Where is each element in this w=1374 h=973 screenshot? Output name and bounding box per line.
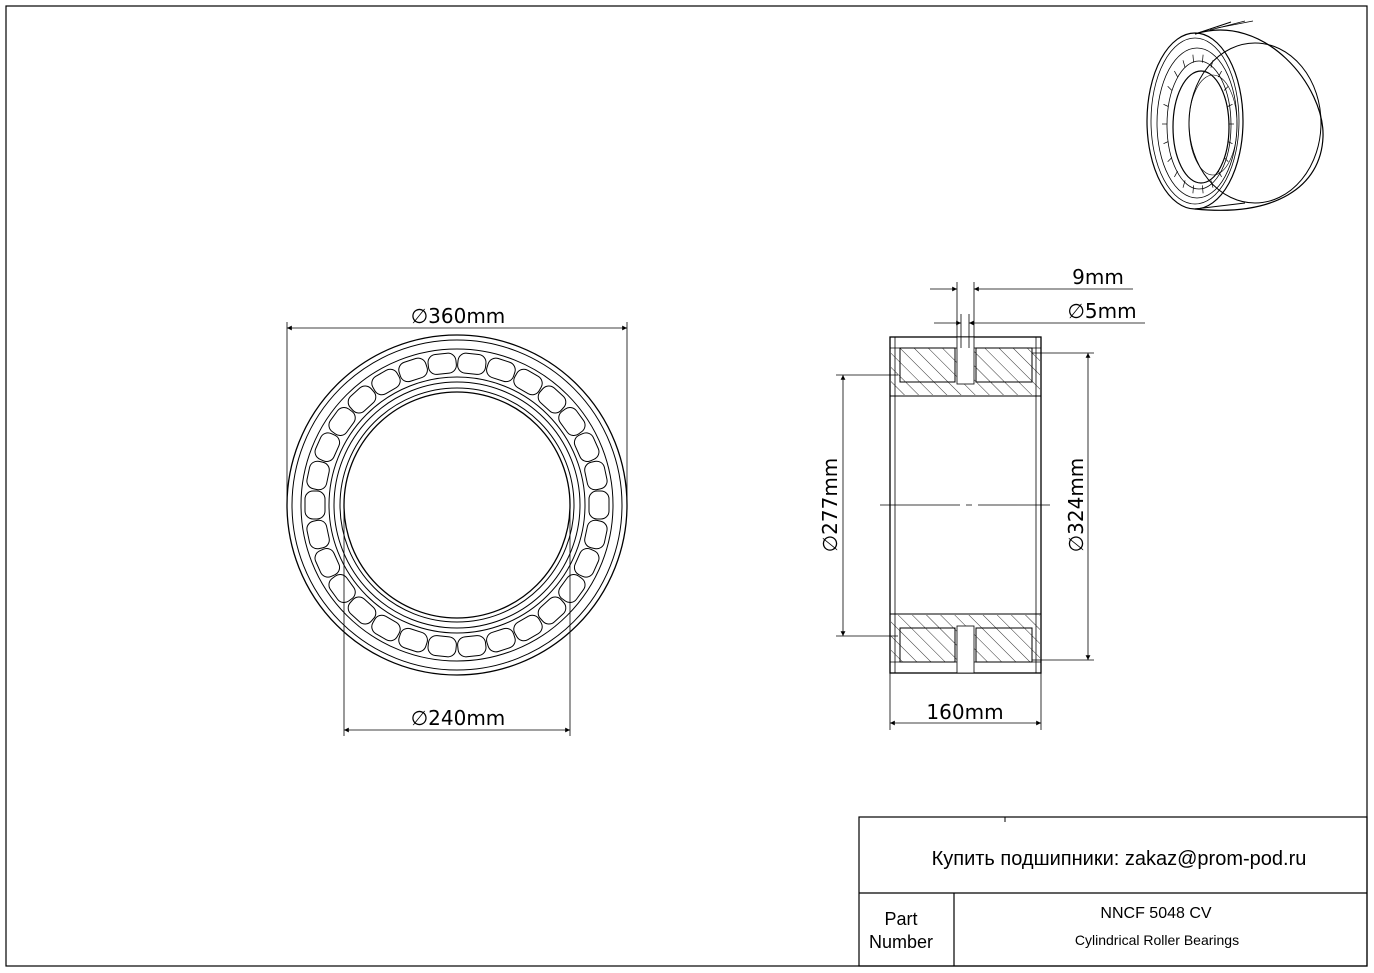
roller <box>398 627 428 653</box>
diameter-symbol: ∅ <box>1064 535 1088 552</box>
section-view: 9mm ∅5mm ∅277mm ∅324mm 160mm <box>818 265 1145 730</box>
iso-roller <box>1217 70 1222 78</box>
d277-dimension-label: ∅277mm <box>818 458 842 553</box>
top-groove <box>956 336 975 385</box>
part-number: NNCF 5048 CV <box>1100 905 1211 922</box>
roller <box>427 635 457 658</box>
iso-roller <box>1202 185 1204 194</box>
roller <box>584 519 608 550</box>
roller-set <box>304 352 610 658</box>
iso-roller <box>1174 170 1179 178</box>
iso-roller <box>1192 54 1194 63</box>
roller <box>347 596 377 625</box>
iso-cage-outer <box>1156 47 1238 199</box>
roller <box>306 460 330 491</box>
roller <box>573 548 600 578</box>
id-dimension-label: ∅240mm <box>411 706 506 730</box>
iso-groove-2 <box>1216 20 1254 29</box>
roller <box>314 432 341 462</box>
iso-roller <box>1174 70 1179 78</box>
bore-chamfer <box>339 387 575 623</box>
iso-roller <box>1202 54 1204 63</box>
roller <box>457 635 487 658</box>
outer-raceway <box>300 348 614 662</box>
roller <box>486 357 516 383</box>
roller <box>328 406 356 437</box>
roller <box>558 406 586 437</box>
top-roller-left <box>899 347 956 383</box>
iso-roller <box>1227 141 1233 145</box>
part-label-line2: Number <box>869 932 933 952</box>
width-dimension-label: 160mm <box>926 700 1003 724</box>
d324-dimension-label: ∅324mm <box>1064 458 1088 553</box>
diameter-symbol: ∅ <box>411 304 428 328</box>
iso-roller <box>1182 180 1186 188</box>
roller <box>537 596 567 625</box>
iso-front-outer <box>1146 32 1244 210</box>
bottom-groove <box>956 625 975 674</box>
iso-roller <box>1167 85 1173 91</box>
iso-outer-shell <box>1194 29 1324 211</box>
title-block: Купить подшипники: zakaz@prom-pod.ru Par… <box>858 816 1368 967</box>
groove-dimension-label: 9mm <box>1072 265 1124 289</box>
hole-dimension-label: ∅5mm <box>1067 299 1136 323</box>
roller <box>314 548 341 578</box>
od-dimension-label: ∅360mm <box>411 304 506 328</box>
iso-cage-inner <box>1166 60 1232 190</box>
diameter-symbol: ∅ <box>411 706 428 730</box>
top-roller-right <box>975 347 1033 383</box>
roller <box>558 573 586 604</box>
iso-roller <box>1182 60 1186 68</box>
part-label-line1: Part <box>884 909 917 929</box>
isometric-view <box>1146 20 1324 211</box>
inner-raceway <box>328 376 586 634</box>
iso-bore-back <box>1188 74 1238 176</box>
roller <box>486 627 516 653</box>
bottom-roller-left <box>899 627 956 663</box>
roller <box>588 490 610 520</box>
iso-roller <box>1227 103 1233 107</box>
roller <box>304 490 326 520</box>
front-view: ∅360mm ∅240mm <box>286 304 628 736</box>
part-description: Cylindrical Roller Bearings <box>1075 932 1239 948</box>
outer-ring-chamfer <box>291 339 623 671</box>
iso-roller <box>1223 157 1229 163</box>
roller <box>457 352 487 375</box>
roller <box>306 519 330 550</box>
iso-roller <box>1167 157 1173 163</box>
roller <box>573 432 600 462</box>
bottom-roller-right <box>975 627 1033 663</box>
roller <box>398 357 428 383</box>
diameter-symbol: ∅ <box>818 535 842 552</box>
title-block-frame <box>858 816 1368 967</box>
iso-groove-1 <box>1209 20 1246 31</box>
outer-ring-edge <box>286 334 628 676</box>
iso-bore <box>1172 70 1230 184</box>
iso-front-chamfer <box>1150 37 1240 205</box>
iso-roller-set <box>1162 54 1234 194</box>
iso-roller <box>1192 185 1194 194</box>
sheet-border <box>5 5 1368 967</box>
iso-roller <box>1217 170 1222 178</box>
iso-back-rim <box>1188 42 1322 204</box>
roller <box>513 368 543 396</box>
iso-roller <box>1163 141 1169 145</box>
iso-roller <box>1223 85 1229 91</box>
inner-ring-outer <box>333 381 581 629</box>
buy-text: Купить подшипники: zakaz@prom-pod.ru <box>932 848 1307 870</box>
iso-roller <box>1163 103 1169 107</box>
iso-roller <box>1210 60 1214 68</box>
roller <box>371 614 401 642</box>
roller <box>371 368 401 396</box>
roller <box>347 385 377 414</box>
roller <box>513 614 543 642</box>
iso-roller <box>1210 180 1214 188</box>
bore <box>343 391 571 619</box>
roller <box>427 352 457 375</box>
roller <box>584 460 608 491</box>
diameter-symbol: ∅ <box>1067 299 1084 323</box>
roller <box>328 573 356 604</box>
roller <box>537 385 567 414</box>
